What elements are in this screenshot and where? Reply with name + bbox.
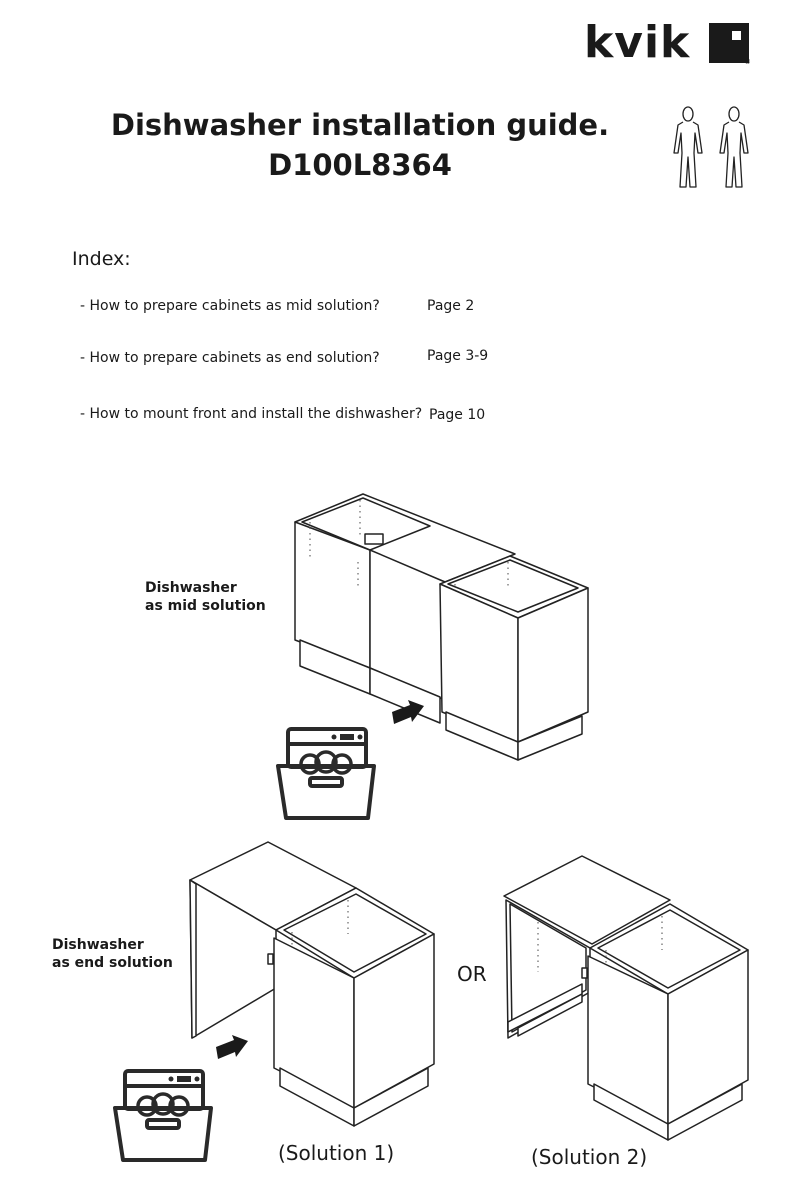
- index-item-end-solution: - How to prepare cabinets as end solutio…: [80, 350, 380, 366]
- end-caption-line2: as end solution: [52, 955, 173, 971]
- index-item-mount-front: - How to mount front and install the dis…: [80, 406, 423, 422]
- or-label: OR: [457, 962, 487, 986]
- end-solution-caption: Dishwasher as end solution: [52, 936, 173, 972]
- brand-square-mark: [709, 23, 749, 63]
- brand-logo: kvik ®: [584, 18, 754, 68]
- end-caption-line1: Dishwasher: [52, 937, 144, 953]
- solution-1-label: (Solution 1): [278, 1141, 395, 1165]
- solution-2-label: (Solution 2): [531, 1145, 648, 1169]
- index-page-end-solution: Page 3-9: [427, 348, 489, 364]
- index-item-mid-solution: - How to prepare cabinets as mid solutio…: [80, 298, 380, 314]
- mid-solution-caption: Dishwasher as mid solution: [145, 579, 266, 615]
- brand-name: kvik: [584, 17, 691, 68]
- two-persons-icon: [673, 106, 749, 188]
- arrow-right-icon: [216, 1035, 248, 1059]
- mid-caption-line2: as mid solution: [145, 598, 266, 614]
- arrow-right-icon: [392, 700, 424, 724]
- mid-caption-line1: Dishwasher: [145, 580, 237, 596]
- dishwasher-icon: [113, 1069, 213, 1162]
- index-page-mount-front: Page 10: [429, 407, 486, 423]
- index-page-mid-solution: Page 2: [427, 298, 475, 314]
- end-solution-1-illustration: [189, 841, 435, 1127]
- mid-solution-cabinets-illustration: [294, 493, 589, 761]
- document-title: Dishwasher installation guide.: [110, 108, 610, 142]
- product-code: D100L8364: [268, 148, 452, 182]
- brand-registered-mark: ®: [744, 58, 751, 66]
- dishwasher-icon: [276, 727, 376, 820]
- index-label: Index:: [72, 248, 131, 270]
- end-solution-2-illustration: [503, 855, 749, 1141]
